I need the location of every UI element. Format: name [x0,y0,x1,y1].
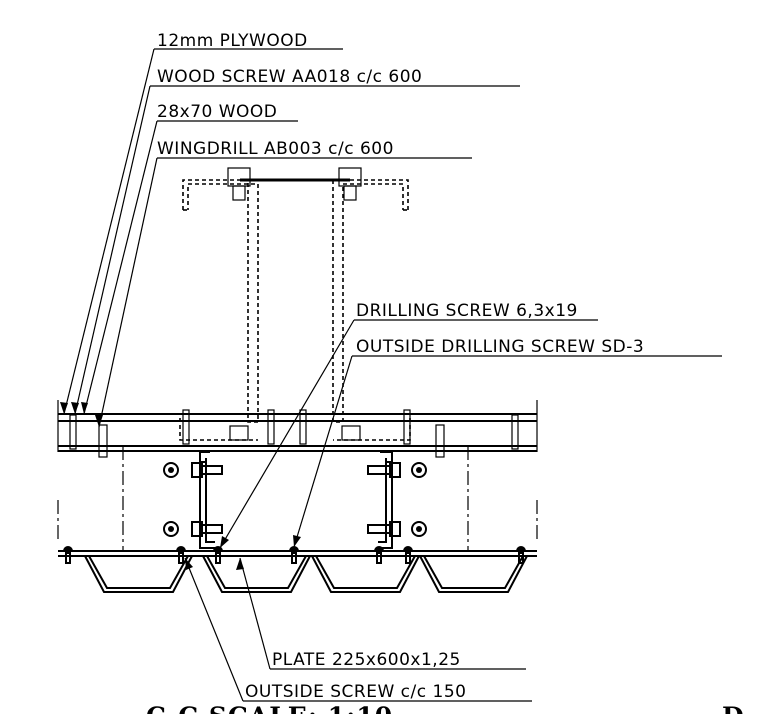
label-plywood: 12mm PLYWOOD [157,31,308,51]
deck-screws [69,409,519,458]
deck-band [57,400,538,452]
round-fasteners [163,462,427,537]
lower-profiles [199,451,393,549]
deck-bolts [229,425,361,441]
label-wingdrill: WINGDRILL AB003 c/c 600 [157,139,394,159]
upper-bolts [227,167,362,201]
label-plate: PLATE 225x600x1,25 [272,650,461,670]
caption-section-cc: C-C SCALE: 1:10 [146,702,393,714]
plate-outline [57,446,538,550]
label-wood-screw: WOOD SCREW AA018 c/c 600 [157,67,422,87]
profile-bolts [191,462,401,537]
trapezoidal-sheet [58,550,537,593]
label-drilling-screw: DRILLING SCREW 6,3x19 [356,301,578,321]
label-underlines [150,48,722,702]
label-outside-screw: OUTSIDE SCREW c/c 150 [245,682,466,702]
label-wood: 28x70 WOOD [157,102,277,122]
label-outside-drilling-screw: OUTSIDE DRILLING SCREW SD-3 [356,337,644,357]
sheet-screws [63,546,526,564]
caption-section-d: D- [722,702,757,714]
